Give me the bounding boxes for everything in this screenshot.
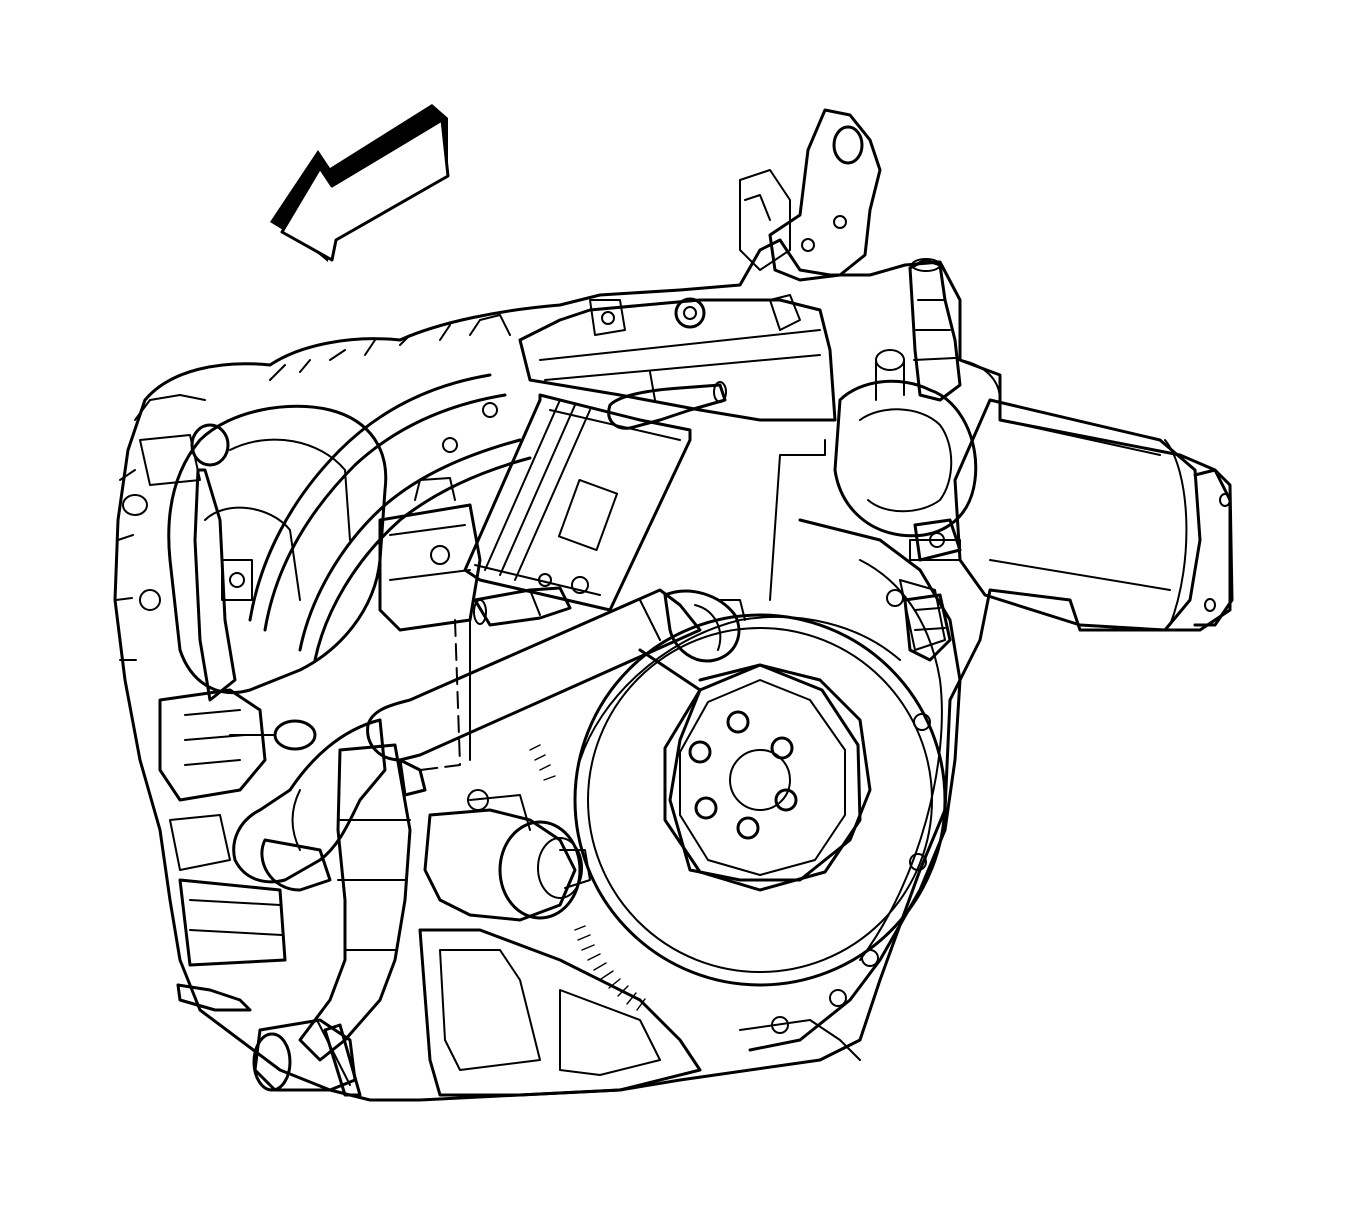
electrical-connectors-left xyxy=(158,688,317,1012)
coolant-pipe-top xyxy=(908,258,962,402)
flywheel xyxy=(573,613,947,987)
coolant-hose-left xyxy=(232,718,412,1092)
sensor-connector-right xyxy=(903,518,962,662)
starter-motor xyxy=(423,789,591,922)
oil-pan xyxy=(418,928,861,1097)
oil-cooler xyxy=(463,393,692,612)
ring-gear-teeth xyxy=(529,744,646,1011)
hose-clamp xyxy=(323,758,427,1097)
cooler-hose-upper xyxy=(607,371,727,430)
cooler-hose-lower xyxy=(473,586,572,627)
sensor-block xyxy=(378,477,482,632)
timing-cover-edge xyxy=(115,394,206,661)
lifting-bracket xyxy=(739,108,882,282)
direction-arrow-icon xyxy=(270,104,450,262)
hidden-bracket-outline xyxy=(419,439,826,771)
coolant-pipe-main xyxy=(366,588,746,762)
valve-cover xyxy=(518,294,837,422)
catalytic-converter xyxy=(953,398,1234,632)
wiring-harness xyxy=(248,314,532,662)
intake-manifold-left xyxy=(167,404,388,702)
bellhousing xyxy=(748,518,962,1052)
